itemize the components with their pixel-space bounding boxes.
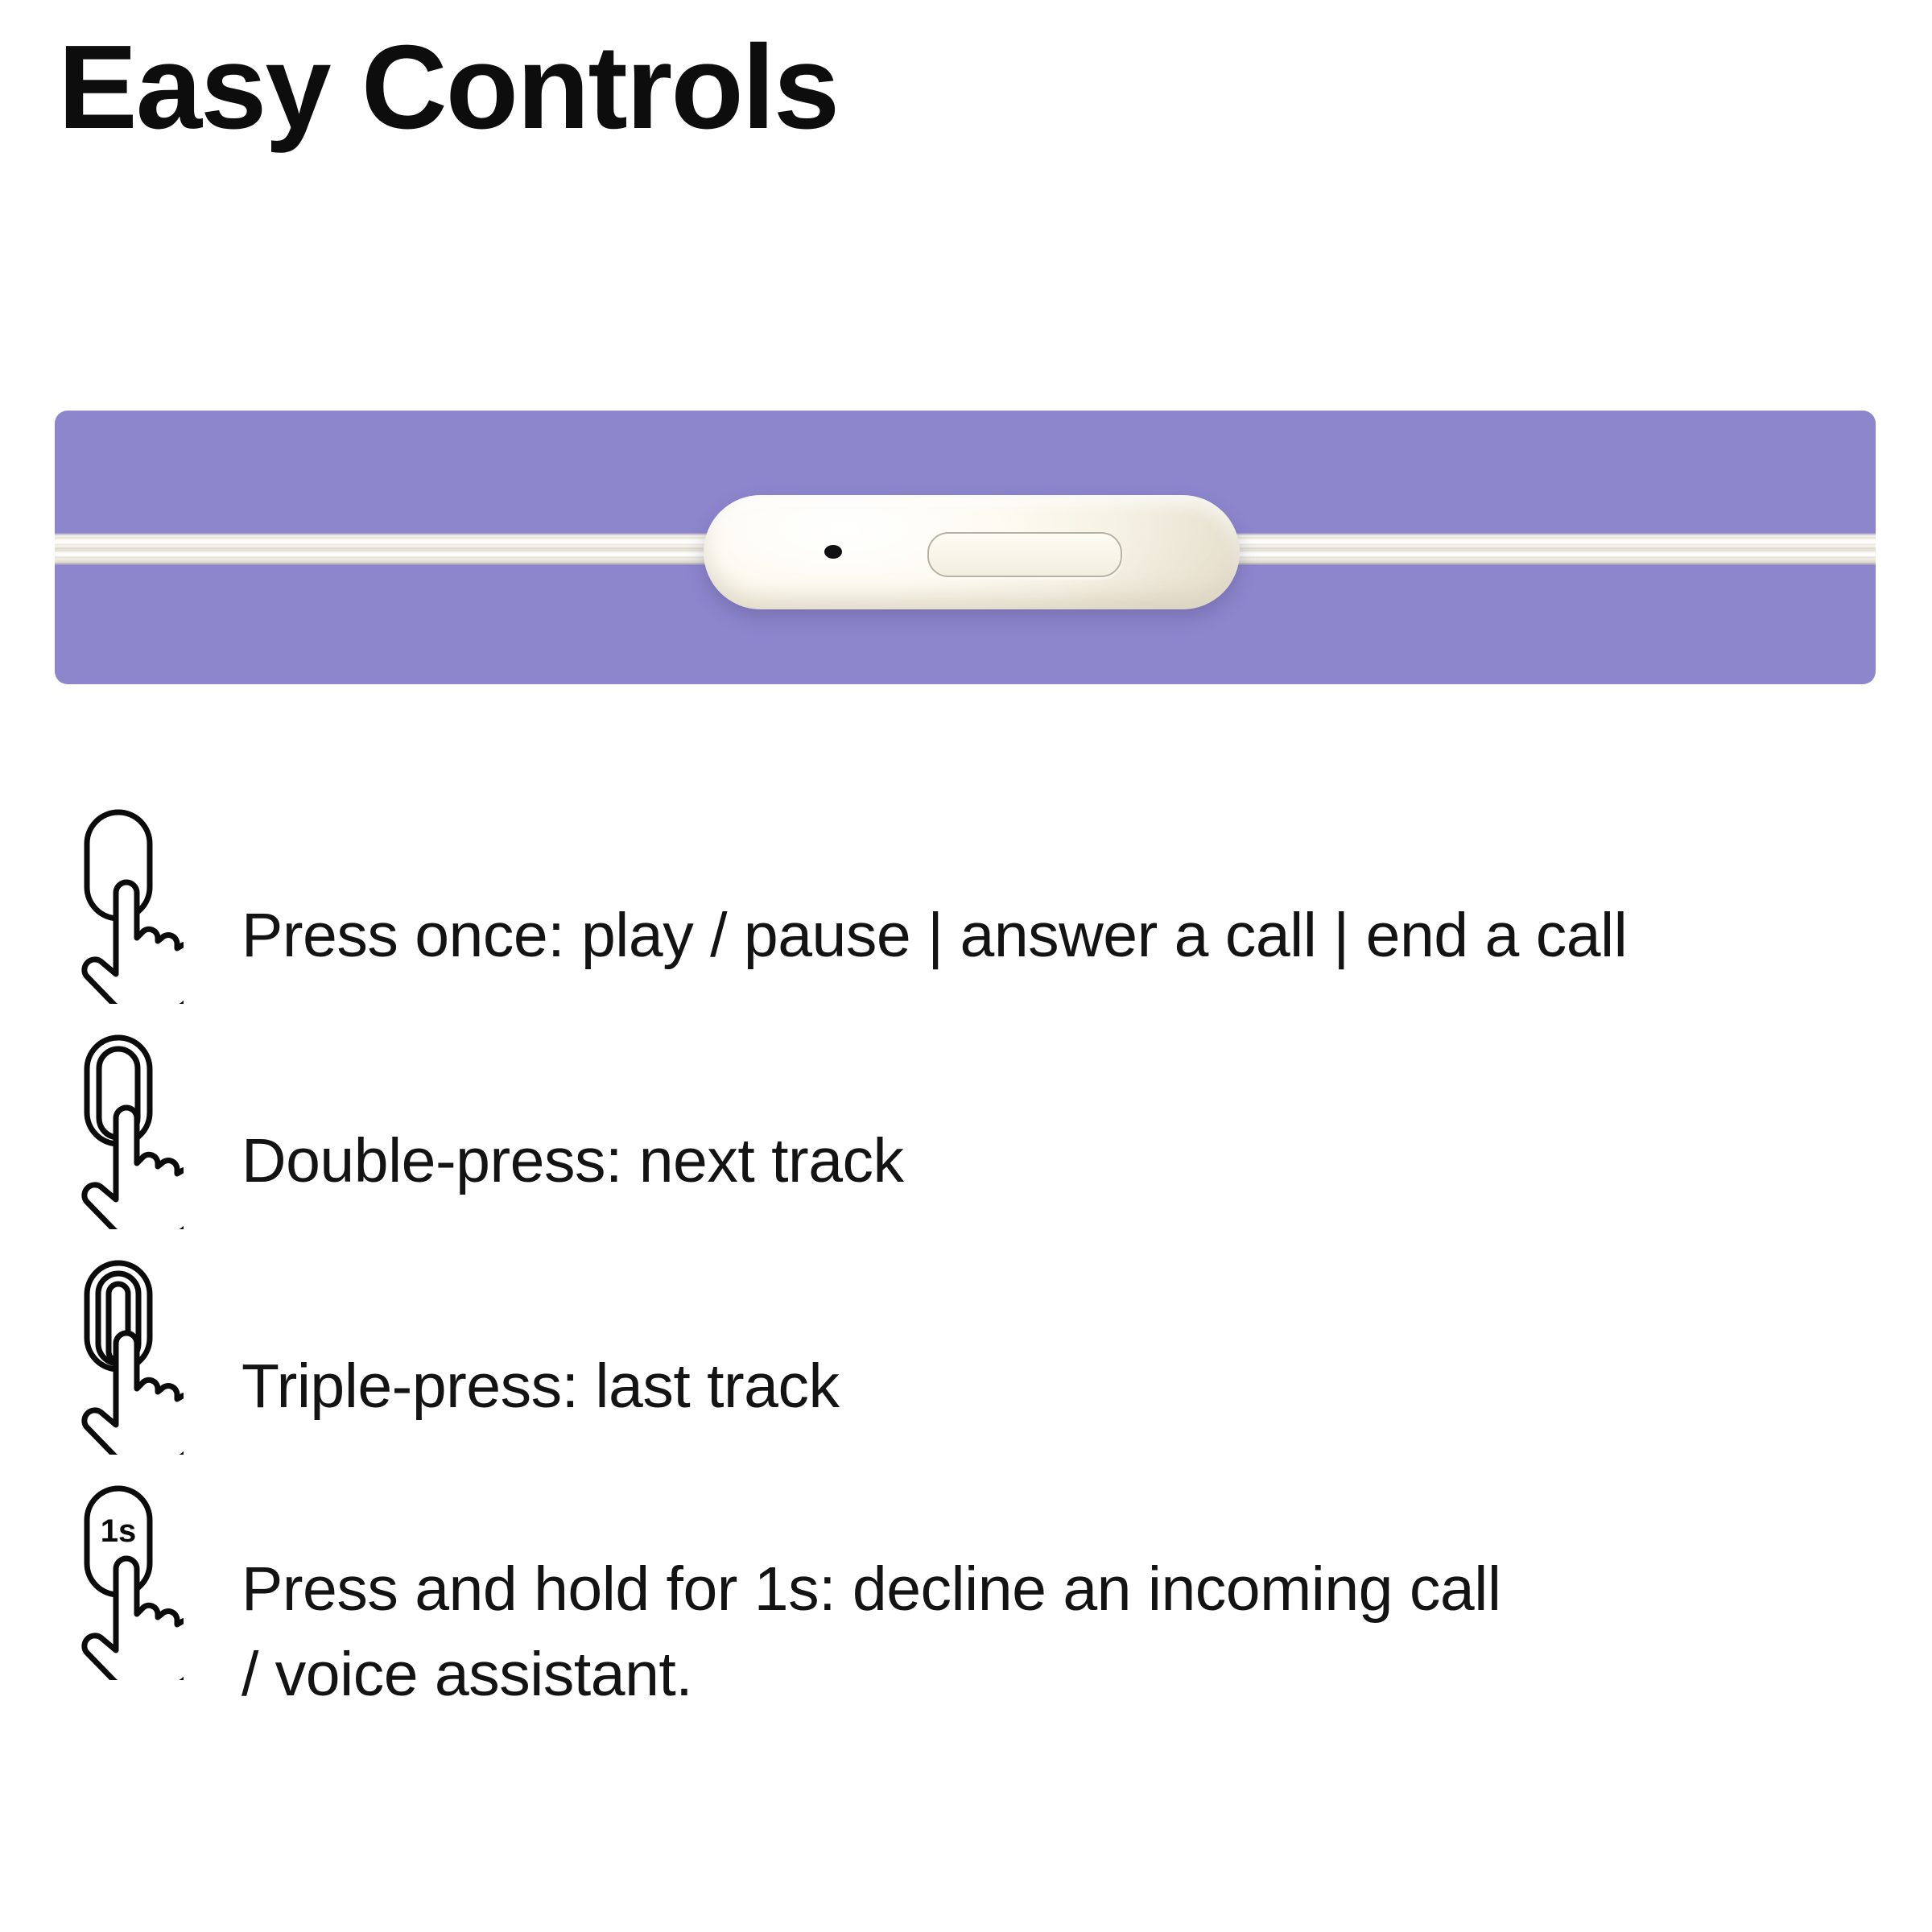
multifunction-button[interactable] xyxy=(927,532,1122,577)
instruction-text: Press and hold for 1s: decline an incomi… xyxy=(209,1469,1932,1718)
controls-instruction-list: Press once: play / pause | answer a call… xyxy=(0,793,1932,1718)
instruction-line: Double-press: next track xyxy=(242,1126,904,1195)
instruction-line: Triple-press: last track xyxy=(242,1352,840,1421)
inline-control-module xyxy=(704,495,1240,609)
instruction-text: Double-press: next track xyxy=(209,1018,1932,1203)
page-title: Easy Controls xyxy=(58,21,840,154)
list-item: Triple-press: last track xyxy=(0,1244,1932,1469)
instruction-line: / voice assistant. xyxy=(242,1640,693,1710)
microphone-hole-icon xyxy=(824,545,842,559)
instruction-line: Press and hold for 1s: decline an incomi… xyxy=(242,1554,1501,1624)
hand-triple-press-icon xyxy=(52,1244,209,1455)
list-item: Press once: play / pause | answer a call… xyxy=(0,793,1932,1018)
earphone-hero-banner xyxy=(55,411,1876,684)
instruction-line: Press once: play / pause | answer a call… xyxy=(242,901,1628,970)
list-item: Double-press: next track xyxy=(0,1018,1932,1244)
instruction-text: Triple-press: last track xyxy=(209,1244,1932,1429)
hand-press-once-icon xyxy=(52,793,209,1004)
hand-double-press-icon xyxy=(52,1018,209,1229)
list-item: 1s Press and hold for 1s: decline an inc… xyxy=(0,1469,1932,1718)
instruction-text: Press once: play / pause | answer a call… xyxy=(209,793,1932,978)
hand-press-and-hold-icon: 1s xyxy=(52,1469,209,1680)
hold-duration-label: 1s xyxy=(101,1513,137,1549)
